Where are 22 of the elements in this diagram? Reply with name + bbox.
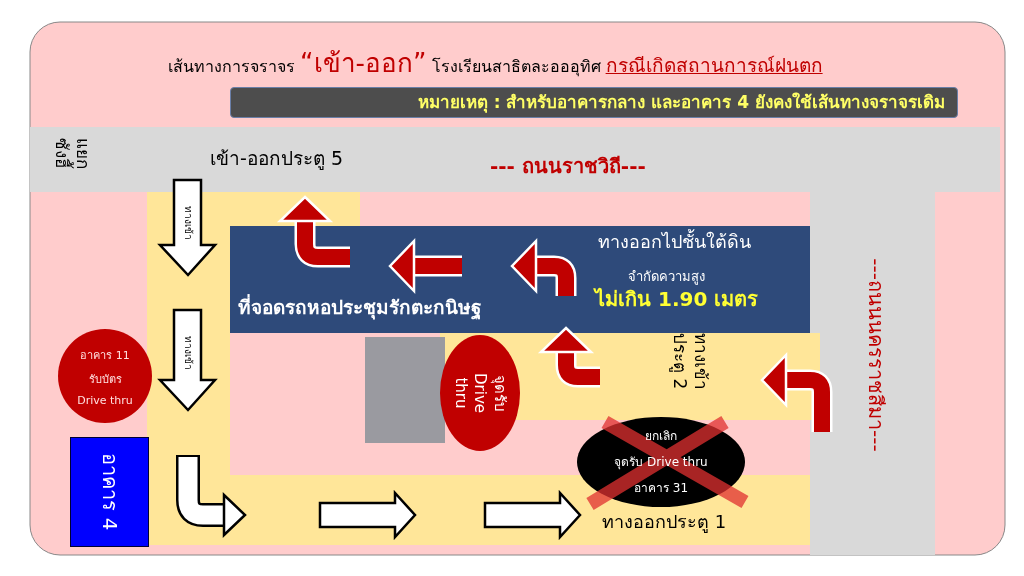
marker-text: อาคาร 11 xyxy=(80,347,130,364)
road-name: --- ถนนราชวิถี--- xyxy=(490,155,646,177)
entrance-label: ทางเข้า xyxy=(182,336,194,370)
building-block xyxy=(70,437,149,547)
parking-area xyxy=(230,226,810,333)
building-label: อาคาร 4 xyxy=(98,453,121,531)
note-text: หมายเหตุ : สำหรับอาคารกลาง และอาคาร 4 ยังคงใช้เส้นทางจราจรเดิม xyxy=(417,93,945,112)
marker-text: จุดรับ Drive thru xyxy=(451,372,510,415)
note-text: จำกัดความสูง xyxy=(628,270,705,285)
gate-label: ทางออกประตู 1 xyxy=(602,512,727,532)
gate-label: เข้า-ออกประตู 5 xyxy=(210,148,343,169)
marker-text: อาคาร 31 xyxy=(633,480,689,497)
title-text: เส้นทางการจราจร “เข้า-ออก” โรงเรียนสาธิตละอออุทิศ กรณีเกิดสถานการณ์ฝนตก xyxy=(168,47,823,80)
marker-text: รับบัตร xyxy=(88,371,122,388)
intersection-label: แยก ซังฮี้ xyxy=(51,138,94,171)
note-banner xyxy=(230,87,958,118)
height-limit-text: ไม่เกิน 1.90 เมตร xyxy=(595,288,759,310)
marker-text: ยกเลิก xyxy=(645,428,677,445)
marker-text: Drive thru xyxy=(77,393,133,407)
gate-label: ทางเข้า ประตู 2 xyxy=(668,333,712,392)
road-name: ---ถนนนครราชสีมา--- xyxy=(865,258,887,452)
entrance-label: ทางเข้า xyxy=(182,206,194,240)
